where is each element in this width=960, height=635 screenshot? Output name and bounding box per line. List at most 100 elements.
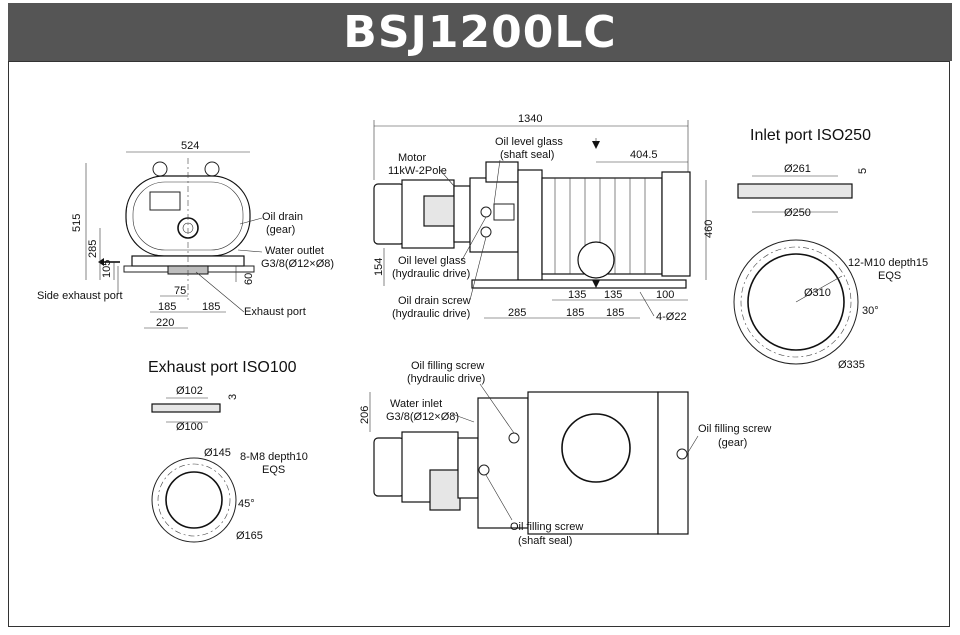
top-motor-flange bbox=[457, 437, 479, 499]
end-plate-left bbox=[517, 169, 543, 281]
exhaust-bolt-circle bbox=[157, 463, 231, 537]
side-exhaust-arrowhead bbox=[98, 258, 104, 266]
inlet-holes-eqs: EQS bbox=[878, 270, 901, 282]
drawing-frame bbox=[8, 61, 950, 627]
leader-oil-level-hyd bbox=[461, 216, 487, 261]
top-end-plate bbox=[657, 391, 689, 535]
inlet-bolt-circle bbox=[740, 246, 852, 358]
oil-fill-shaft-screw bbox=[478, 464, 490, 476]
label-water-inlet-sub: G3/8(Ø12×Ø8) bbox=[386, 411, 459, 423]
label-water-outlet-sub: G3/8(Ø12×Ø8) bbox=[261, 258, 334, 270]
lifting-eye-left bbox=[152, 161, 168, 177]
motor-flange bbox=[453, 185, 471, 243]
dim-100-ex: Ø100 bbox=[176, 421, 203, 433]
label-exhaust-port: Exhaust port bbox=[244, 306, 306, 318]
inlet-flange-section bbox=[737, 183, 853, 199]
top-terminal-box bbox=[429, 469, 461, 511]
inlet-arrow-top bbox=[592, 141, 600, 149]
dim-250: Ø250 bbox=[784, 207, 811, 219]
label-water-inlet: Water inlet bbox=[390, 398, 442, 410]
dim-335: Ø335 bbox=[838, 359, 865, 371]
dim-185-side-a: 185 bbox=[566, 307, 584, 319]
label-water-outlet: Water outlet bbox=[265, 245, 324, 257]
nameplate bbox=[149, 191, 181, 211]
dim-185b: 185 bbox=[202, 301, 220, 313]
dim-261: Ø261 bbox=[784, 163, 811, 175]
dim-310: Ø310 bbox=[804, 287, 831, 299]
oil-level-glass-shaft-box bbox=[493, 203, 515, 221]
label-oil-drain-screw: Oil drain screw bbox=[398, 295, 471, 307]
label-oil-fill-shaft: Oil filling screw bbox=[510, 521, 583, 533]
inlet-port-title: Inlet port ISO250 bbox=[750, 127, 871, 144]
label-oil-level-hyd: Oil level glass bbox=[398, 255, 466, 267]
dim-holes: 4-Ø22 bbox=[656, 311, 687, 323]
title-bar: BSJ1200LC bbox=[8, 3, 952, 61]
label-side-exhaust: Side exhaust port bbox=[37, 290, 123, 302]
leader-motor bbox=[439, 169, 455, 187]
base-frame bbox=[471, 279, 687, 289]
leader-oil-fill-shaft bbox=[485, 474, 513, 521]
inlet-port-detail: Inlet port ISO250 Ø261 Ø250 5 Ø310 Ø335 … bbox=[733, 127, 928, 371]
end-plate-right bbox=[661, 171, 691, 277]
front-view: 524 515 285 105 60 75 185 185 220 Oil dr… bbox=[37, 140, 334, 329]
label-oil-drain-sub: (gear) bbox=[266, 224, 295, 236]
leader-exhaust-port bbox=[195, 271, 245, 313]
dim-thickness-5: 5 bbox=[857, 168, 869, 174]
exhaust-flange-bore bbox=[165, 471, 223, 529]
dim-206: 206 bbox=[359, 406, 371, 424]
dim-145: Ø145 bbox=[204, 447, 231, 459]
dim-102: Ø102 bbox=[176, 385, 203, 397]
top-rotor-housing bbox=[527, 391, 659, 535]
label-oil-level-shaft-sub: (shaft seal) bbox=[500, 149, 554, 161]
inlet-holes: 12-M10 depth15 bbox=[848, 257, 928, 269]
leader-oil-level-shaft bbox=[493, 159, 501, 205]
dim-185-side-b: 185 bbox=[606, 307, 624, 319]
top-inlet-bore bbox=[561, 413, 631, 483]
label-motor-sub: 11kW-2Pole bbox=[388, 165, 447, 177]
dim-285: 285 bbox=[87, 240, 99, 258]
dim-460: 460 bbox=[703, 220, 715, 238]
inlet-angle-line bbox=[795, 275, 843, 303]
dim-60: 60 bbox=[243, 273, 255, 285]
exhaust-port-detail: Exhaust port ISO100 Ø102 Ø100 3 Ø145 Ø16… bbox=[148, 359, 308, 543]
inlet-flange-bore bbox=[747, 253, 845, 351]
side-flange bbox=[577, 241, 615, 279]
top-view: 206 Oil filling screw (hydraulic drive) … bbox=[359, 360, 771, 547]
label-oil-drain-screw-sub: (hydraulic drive) bbox=[392, 308, 470, 320]
dim-105: 105 bbox=[101, 260, 113, 278]
label-oil-fill-shaft-sub: (shaft seal) bbox=[518, 535, 572, 547]
dim-135b: 135 bbox=[604, 289, 622, 301]
leader-water-inlet bbox=[451, 413, 475, 423]
side-view: 1340 404.5 bbox=[373, 113, 715, 323]
top-motor-fan bbox=[373, 437, 405, 497]
hydraulic-top bbox=[485, 161, 519, 183]
label-oil-fill-hyd: Oil filling screw bbox=[411, 360, 484, 372]
dim-220: 220 bbox=[156, 317, 174, 329]
dim-length: 1340 bbox=[518, 113, 542, 125]
dim-135a: 135 bbox=[568, 289, 586, 301]
label-oil-drain: Oil drain bbox=[262, 211, 303, 223]
leader-water-outlet bbox=[237, 249, 263, 253]
dim-404: 404.5 bbox=[630, 149, 658, 161]
dim-width: 524 bbox=[181, 140, 199, 152]
label-motor: Motor bbox=[398, 152, 426, 164]
exhaust-flange-section bbox=[151, 403, 221, 413]
dim-height: 515 bbox=[71, 214, 83, 232]
leader-oil-drain bbox=[239, 217, 263, 225]
label-oil-fill-hyd-sub: (hydraulic drive) bbox=[407, 373, 485, 385]
motor-fan-cover bbox=[373, 183, 405, 245]
exhaust-port-title: Exhaust port ISO100 bbox=[148, 359, 297, 376]
dim-angle-45: 45° bbox=[238, 498, 255, 510]
dim-165: Ø165 bbox=[236, 530, 263, 542]
lifting-eye-right bbox=[204, 161, 220, 177]
exhaust-arrow bbox=[592, 280, 600, 288]
model-title: BSJ1200LC bbox=[343, 6, 617, 58]
exhaust-holes-eqs: EQS bbox=[262, 464, 285, 476]
inlet-flange-outer bbox=[733, 239, 859, 365]
dim-angle-30: 30° bbox=[862, 305, 879, 317]
exhaust-holes: 8-M8 depth10 bbox=[240, 451, 308, 463]
label-oil-fill-gear-sub: (gear) bbox=[718, 437, 747, 449]
dim-285-side: 285 bbox=[508, 307, 526, 319]
top-hydraulic-housing bbox=[477, 397, 529, 529]
